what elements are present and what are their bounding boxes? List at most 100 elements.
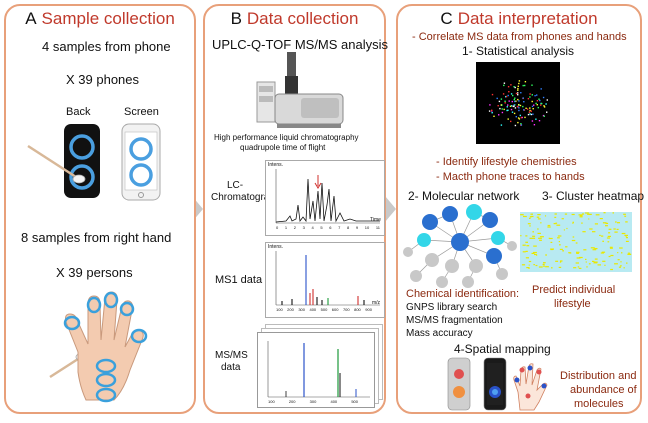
pca-point: [513, 104, 515, 106]
heatmap-cell: [624, 215, 627, 217]
pca-point: [527, 98, 530, 100]
lc-xaxis-label: Time: [370, 217, 381, 223]
msms-xtick: 400: [330, 399, 338, 404]
lc-xtick: 9: [355, 225, 359, 230]
lc-xtick: 3: [302, 225, 305, 230]
heatmap-cell: [529, 217, 531, 219]
pca-point: [536, 94, 538, 96]
heatmap-cell: [530, 213, 533, 215]
pca-point: [534, 95, 536, 97]
pca-point: [503, 82, 506, 84]
pca-point: [523, 109, 525, 111]
pca-point: [532, 113, 534, 115]
heatmap-cell: [572, 236, 575, 238]
pca-point: [500, 104, 502, 106]
pca-point: [514, 107, 517, 109]
pca-point: [533, 104, 535, 106]
pca-point: [518, 82, 520, 85]
pca-point: [520, 92, 522, 94]
heatmap-cell: [579, 215, 582, 217]
heatmap-cell: [531, 252, 535, 254]
heatmap-cell: [621, 252, 623, 254]
pca-point: [520, 116, 523, 119]
heatmap-cell: [594, 258, 598, 260]
back-label: Back: [66, 106, 91, 118]
pca-point: [507, 86, 510, 88]
heatmap-cell: [588, 213, 592, 215]
heatmap-cell: [522, 244, 526, 246]
heatmap-cell: [625, 237, 628, 239]
lc-xtick: 10: [364, 225, 370, 230]
heatmap-cell: [525, 241, 528, 243]
pca-point: [499, 107, 501, 110]
heatmap-cell: [600, 252, 604, 254]
ms1-xticks: 100 200 300 400 500 600 700 800 900: [276, 307, 372, 312]
heatmap-cell: [602, 240, 604, 242]
chem-id-title: Chemical identification:: [406, 288, 520, 300]
pca-point: [529, 96, 531, 98]
pca-point: [510, 120, 512, 123]
ms1-xtick: 100: [276, 307, 283, 312]
pca-point: [519, 104, 522, 107]
pca-point: [513, 98, 515, 101]
heatmap-cell: [529, 225, 531, 227]
heatmap-cell: [538, 237, 542, 239]
heatmap-cell: [621, 232, 626, 235]
heatmap-cell: [616, 228, 619, 230]
heatmap-cell: [549, 237, 553, 240]
heatmap-cell: [575, 262, 579, 264]
heatmap-cell: [582, 213, 585, 215]
heatmap-cell: [600, 235, 604, 237]
heatmap-cell: [614, 263, 618, 265]
heatmap-cell: [623, 213, 626, 215]
lc-chromatogram: Intens. Time 0 1 2 3 4 5 6 7 8 9 10 11: [265, 160, 385, 236]
heatmap-cell: [585, 261, 587, 263]
ms1-xtick: 600: [331, 307, 339, 312]
msms-spectra: 100 200 300 400 500: [257, 324, 383, 408]
pca-point: [506, 106, 508, 108]
distribution-line-3: molecules: [574, 398, 624, 410]
heatmap-cell: [532, 235, 536, 237]
pca-point: [515, 116, 517, 118]
instrument-caption-line-2: quadrupole time of flight: [240, 143, 326, 152]
lc-xtick: 8: [347, 225, 350, 230]
pca-point: [522, 105, 524, 108]
heatmap-cell: [576, 251, 580, 253]
pca-point: [491, 112, 493, 114]
pca-points: [488, 80, 548, 127]
pca-point: [514, 86, 516, 89]
swab-icon: [27, 144, 86, 184]
heatmap-cell: [585, 212, 589, 214]
heatmap-cell: [563, 229, 565, 231]
pca-point: [516, 105, 519, 108]
heatmap-cell: [623, 267, 625, 269]
pca-point: [535, 118, 537, 120]
pca-point: [546, 111, 548, 113]
heatmap-cell: [608, 232, 611, 234]
heatmap-cell: [617, 259, 620, 261]
heatmap-cell: [538, 266, 543, 268]
pca-point: [510, 108, 513, 111]
heatmap-cell: [590, 247, 595, 249]
pca-point: [508, 100, 510, 102]
heatmap-cell: [555, 260, 559, 262]
lc-xtick: 7: [338, 225, 341, 230]
heatmap-cell: [599, 234, 601, 236]
heatmap-cell: [545, 254, 547, 256]
msms-peaks: [267, 341, 370, 398]
heatmap-cell: [581, 222, 583, 224]
pca-point: [501, 108, 503, 110]
heatmap-cell: [543, 262, 546, 264]
pca-point: [521, 116, 523, 119]
pca-point: [519, 114, 521, 117]
screen-label: Screen: [124, 106, 159, 118]
pca-point: [515, 92, 518, 95]
heatmap-cells: [520, 212, 632, 271]
pca-point: [536, 104, 538, 106]
pca-point: [504, 102, 506, 104]
heatmap-cell: [522, 251, 526, 253]
pca-point: [518, 80, 521, 82]
pca-point: [510, 84, 512, 86]
heatmap-cell: [593, 248, 595, 250]
